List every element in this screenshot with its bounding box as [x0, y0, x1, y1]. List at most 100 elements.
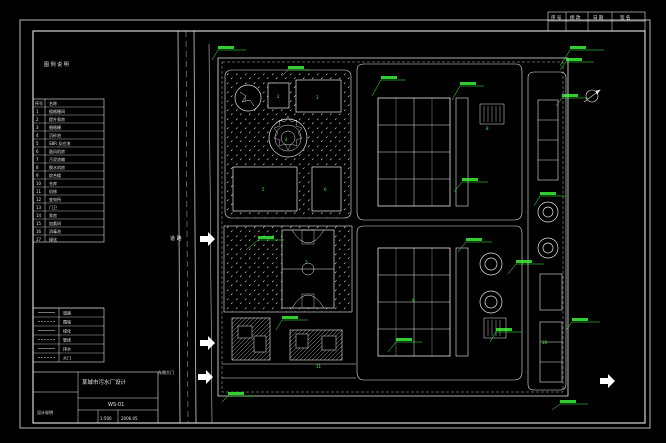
legend-row-name: 综合楼	[49, 172, 61, 178]
legend-row-name: 门卫	[49, 204, 57, 210]
legend-row-name: 沉砂池	[49, 132, 61, 138]
east-buildings	[537, 99, 563, 383]
legend-row-name: 消毒池	[49, 228, 61, 234]
svg-text:3: 3	[316, 95, 319, 100]
callout-tag	[396, 338, 412, 341]
legend-row-no: 9	[36, 173, 39, 178]
svg-text:1: 1	[244, 97, 247, 102]
gate-label: 东侧大门	[158, 369, 174, 375]
symbol-row-label: 道路	[63, 310, 71, 316]
legend-row-no: 15	[36, 221, 42, 226]
callout-leader	[565, 321, 600, 331]
callout-tag	[381, 76, 397, 79]
svg-text:5: 5	[262, 187, 265, 192]
callout-tag	[288, 66, 304, 69]
legend-header-no: 序号	[35, 100, 43, 106]
revision-block: 序 号 修 改 日 期 签 名	[547, 11, 646, 32]
legend-row-name: 变电所	[49, 196, 61, 202]
callout-leader	[451, 85, 484, 101]
legend-row-no: 1	[36, 109, 39, 114]
callout-leader	[211, 49, 246, 61]
legend-row-name: 脱水机房	[49, 164, 65, 170]
callout-tag	[540, 192, 556, 195]
svg-text:9: 9	[412, 298, 415, 303]
legend-row-no: 11	[36, 189, 42, 194]
legend-row-no: 6	[36, 149, 39, 154]
callout-tag	[462, 178, 478, 181]
callout-tag	[572, 318, 588, 321]
legend-row-name: 机修	[49, 188, 57, 194]
svg-text:10: 10	[542, 340, 548, 345]
green-zone-north	[224, 69, 352, 219]
internal-roads	[222, 63, 567, 391]
sbr-tank-north	[377, 97, 505, 207]
legend-title: 图 例 说 明	[44, 61, 69, 68]
rev-header-3: 签 名	[620, 14, 630, 21]
drawing-scale: 1:500	[100, 416, 112, 421]
legend-row-no: 4	[36, 133, 39, 138]
legend-row-name: 鼓风机房	[49, 148, 65, 154]
legend-row-name: 泵房	[49, 212, 57, 218]
legend-row-no: 13	[36, 205, 42, 210]
legend-row-name: SBR 反应池	[49, 140, 70, 146]
legend-row-name: 提升泵房	[49, 116, 65, 122]
legend-row-no: 10	[36, 181, 42, 186]
callout-leader	[559, 49, 604, 67]
callout-tag	[570, 46, 586, 49]
legend-row-no: 8	[36, 165, 39, 170]
drawing-date: 2006.05	[121, 416, 138, 421]
callout-leader	[245, 239, 284, 251]
green-zone-south	[223, 225, 353, 313]
road-label: 道 路	[170, 235, 182, 242]
callout-leader	[453, 181, 488, 193]
callout-leader	[275, 319, 308, 331]
callout-leader	[371, 79, 406, 97]
legend-row-name: 粗格栅间	[49, 108, 65, 114]
legend-row-name: 加氯间	[49, 220, 61, 226]
direction-arrows	[198, 232, 615, 388]
rev-header-1: 修 改	[570, 14, 581, 21]
callout-tag	[258, 236, 274, 239]
callout-leader	[387, 341, 422, 353]
callout-leader	[555, 97, 588, 107]
drawing-number: WS-01	[108, 402, 124, 408]
callout-leader	[281, 69, 310, 77]
title-block: 某城市污水厂设计 WS-01 1:500 2006.05 设计说明	[32, 371, 159, 424]
callout-tag	[460, 82, 476, 85]
svg-text:2: 2	[277, 94, 280, 99]
site-boundary	[217, 57, 569, 397]
legend-row-no: 16	[36, 229, 42, 234]
svg-text:4: 4	[285, 137, 288, 142]
callout-leader	[507, 263, 544, 275]
callout-tag	[282, 316, 298, 319]
legend-row-no: 7	[36, 157, 39, 162]
legend-row-no: 14	[36, 213, 42, 218]
legend-row-no: 17	[36, 237, 42, 242]
callout-tag	[566, 58, 582, 61]
callout-leader	[221, 395, 254, 403]
symbol-row-label: 排水	[63, 346, 71, 352]
callout-leaders	[211, 46, 604, 411]
callout-leader	[533, 195, 566, 207]
legend-header-name: 名称	[49, 100, 57, 106]
outer-frame	[19, 19, 651, 429]
legend-row-no: 5	[36, 141, 39, 146]
legend-row-name: 污泥浓缩	[49, 156, 65, 162]
drawing-title: 某城市污水厂设计	[82, 378, 127, 386]
callout-tag	[562, 94, 578, 97]
callout-tag	[560, 400, 576, 403]
callout-tag	[516, 260, 532, 263]
rev-header-2: 日 期	[593, 15, 604, 21]
legend-row-no: 12	[36, 197, 42, 202]
callout-tag	[228, 392, 244, 395]
plan-markers: 1 2 3 4 5 6 7 8 9 10 11	[244, 94, 548, 369]
legend-row-name: 细格栅	[49, 124, 61, 130]
svg-text:6: 6	[324, 187, 327, 192]
symbol-row-label: 大门	[63, 355, 71, 361]
symbol-row-label: 管线	[63, 337, 71, 343]
callout-leader	[559, 61, 594, 71]
footer-label: 设计说明	[37, 409, 53, 415]
callout-leader	[457, 241, 492, 253]
